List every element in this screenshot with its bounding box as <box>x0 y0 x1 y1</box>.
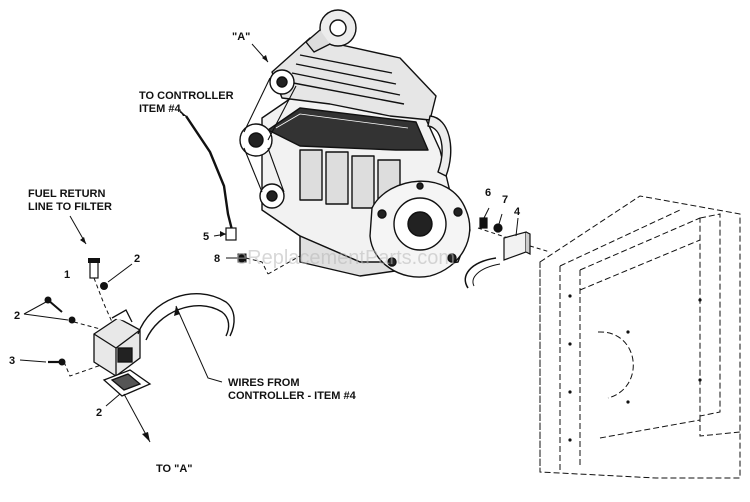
item-8-bolt <box>226 253 301 275</box>
enclosure-panel <box>539 195 741 479</box>
to-a-leader <box>123 393 151 443</box>
fuel-return-label-line2: LINE TO FILTER <box>28 201 112 213</box>
fuel-return-leader <box>69 215 133 323</box>
item-3-screw <box>19 358 105 377</box>
controller-wire-lead <box>178 108 237 241</box>
controller-wire-harness <box>137 293 235 383</box>
callout-5: 5 <box>203 231 209 243</box>
callout-6: 6 <box>485 187 491 199</box>
wires-label-line1: WIRES FROM <box>228 377 300 389</box>
wires-label-line2: CONTROLLER - ITEM #4 <box>228 390 357 402</box>
to-controller-label-line1: TO CONTROLLER <box>139 90 234 102</box>
to-controller-label-line2: ITEM #4 <box>139 103 181 115</box>
flywheel-housing <box>369 180 471 278</box>
enclosure-panel-holes <box>568 294 702 442</box>
callout-2-bolts: 2 <box>14 310 20 322</box>
callout-1: 1 <box>64 269 70 281</box>
engine-ref-label: "A" <box>232 31 250 43</box>
items-4-6-7 <box>464 207 551 289</box>
callout-4: 4 <box>514 206 521 218</box>
callout-2-fitting: 2 <box>134 253 140 265</box>
callout-7: 7 <box>502 194 508 206</box>
watermark: eReplacementParts.com <box>236 247 455 269</box>
callout-2-gasket: 2 <box>96 407 102 419</box>
bolts-item-2 <box>23 296 105 331</box>
gasket-item-2 <box>102 369 152 407</box>
fuel-return-label-line1: FUEL RETURN <box>28 188 105 200</box>
callout-3: 3 <box>9 355 15 367</box>
engine-ref-leader <box>251 43 269 63</box>
fuel-control-box <box>93 309 141 377</box>
to-a-label: TO "A" <box>156 463 193 475</box>
callout-8: 8 <box>214 253 220 265</box>
